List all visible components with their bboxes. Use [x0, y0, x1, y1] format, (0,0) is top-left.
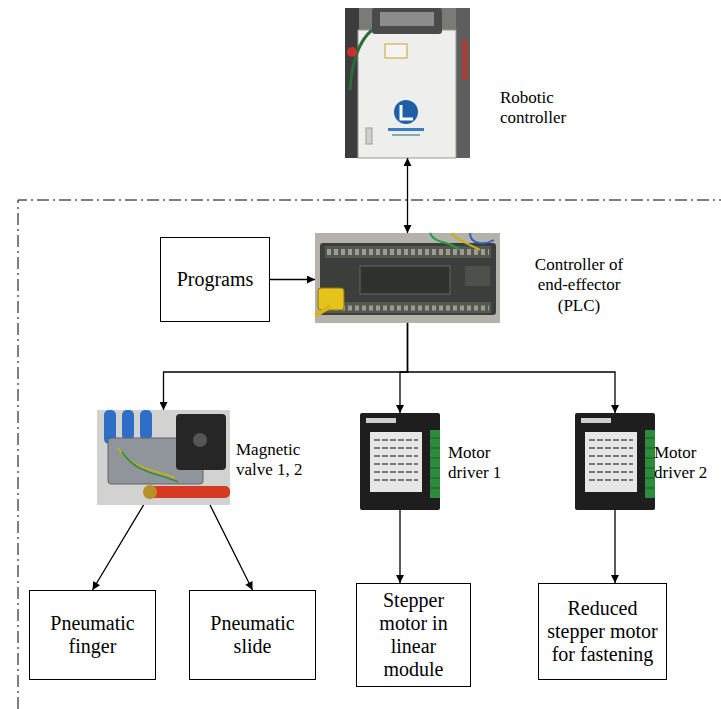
- motor-driver-photo: [366, 418, 396, 423]
- process-box: Pneumatic slide: [189, 590, 316, 680]
- connector-arrow: [164, 323, 408, 410]
- plc-photo: [315, 306, 330, 315]
- connector-arrow: [399, 510, 400, 583]
- magnetic-valve-photo: [118, 448, 175, 478]
- motor-driver-photo: [589, 440, 633, 480]
- component-label-group: Robotic controller: [500, 88, 600, 129]
- box-label: Stepper motor in linear module: [362, 589, 465, 681]
- plc-photo: [318, 288, 344, 310]
- motor-driver-photo: [360, 413, 440, 510]
- component-label: Robotic controller: [500, 88, 600, 129]
- motor-driver-photo: [585, 432, 637, 492]
- plc-photo: [430, 233, 460, 250]
- photo-component: Motor driver 1: [360, 413, 440, 510]
- robot-controller-photo: [347, 47, 357, 57]
- box-label: Pneumatic finger: [35, 612, 150, 658]
- motor-driver-photo: [645, 438, 655, 488]
- box-label: Pneumatic slide: [195, 612, 310, 658]
- motor-driver-photo: [575, 413, 655, 510]
- magnetic-valve-photo: [140, 410, 152, 440]
- robot-controller-photo: [462, 40, 468, 80]
- magnetic-valve-photo: [150, 486, 230, 498]
- plc-photo: [327, 249, 489, 255]
- robot-controller-photo: [350, 30, 372, 90]
- plc-photo: [315, 233, 500, 323]
- connector-arrow: [210, 505, 252, 590]
- magnetic-valve-photo: [97, 410, 230, 505]
- connector-arrow: [400, 323, 408, 413]
- process-box: Programs: [160, 237, 270, 322]
- motor-driver-photo: [374, 440, 418, 480]
- motor-driver-photo: [430, 438, 440, 488]
- connector-arrow: [270, 279, 315, 280]
- plc-photo: [465, 266, 490, 286]
- end-effector-boundary: [18, 200, 721, 709]
- connector-arrow: [93, 505, 144, 590]
- robot-controller-photo: [388, 128, 424, 131]
- plc-photo: [315, 233, 500, 323]
- robot-controller-photo: [372, 8, 442, 34]
- plc-photo: [470, 233, 494, 243]
- end-effector-boundary: [18, 200, 721, 709]
- plc-photo: [360, 266, 450, 294]
- robot-controller-photo: [366, 128, 372, 144]
- motor-driver-photo: [370, 432, 422, 492]
- plc-photo: [452, 233, 480, 250]
- robot-controller-photo: [345, 8, 470, 158]
- process-box: Pneumatic finger: [29, 590, 156, 680]
- robot-controller-photo: [380, 12, 434, 26]
- photo-component: Controller of end-effector (PLC): [315, 233, 500, 323]
- magnetic-valve-photo: [97, 410, 230, 505]
- process-box: Reduced stepper motor for fastening: [538, 583, 667, 680]
- photo-component: Robotic controller: [345, 8, 470, 158]
- robot-controller-photo: [358, 30, 456, 158]
- robot-controller-photo: [401, 105, 413, 119]
- plc-photo: [325, 246, 491, 258]
- box-label: Reduced stepper motor for fastening: [544, 597, 661, 666]
- component-label: Motor driver 2: [654, 443, 714, 484]
- magnetic-valve-photo: [143, 485, 157, 499]
- plc-photo: [327, 306, 489, 311]
- magnetic-valve-photo: [122, 452, 178, 482]
- motor-driver-photo: [360, 413, 440, 510]
- component-label-group: Magnetic valve 1, 2: [236, 440, 326, 481]
- robot-controller-photo: [392, 134, 420, 136]
- component-label-group: Controller of end-effector (PLC): [520, 255, 638, 316]
- process-box: Stepper motor in linear module: [356, 583, 471, 687]
- robot-controller-photo: [385, 44, 407, 58]
- plc-photo: [325, 302, 491, 313]
- component-label-group: Motor driver 1: [448, 443, 518, 484]
- component-label-group: Motor driver 2: [654, 443, 714, 484]
- motor-driver-photo: [575, 413, 655, 510]
- component-label: Magnetic valve 1, 2: [236, 440, 326, 481]
- motor-driver-photo: [430, 430, 440, 498]
- connector-arrow: [407, 158, 408, 233]
- component-label: Motor driver 1: [448, 443, 518, 484]
- connector-arrow: [614, 510, 615, 583]
- motor-driver-photo: [645, 430, 655, 498]
- magnetic-valve-photo: [193, 433, 207, 447]
- magnetic-valve-photo: [122, 410, 134, 440]
- motor-driver-photo: [581, 418, 611, 423]
- photo-component: Magnetic valve 1, 2: [97, 410, 230, 505]
- box-label: Programs: [177, 268, 254, 291]
- robot-controller-photo: [394, 100, 418, 124]
- robot-controller-photo: [456, 8, 470, 158]
- connector-arrow: [408, 323, 616, 413]
- photo-component: Motor driver 2: [575, 413, 655, 510]
- robot-controller-photo: [345, 8, 470, 158]
- plc-photo: [320, 243, 496, 315]
- magnetic-valve-photo: [176, 414, 226, 470]
- component-label: Controller of end-effector (PLC): [520, 255, 638, 316]
